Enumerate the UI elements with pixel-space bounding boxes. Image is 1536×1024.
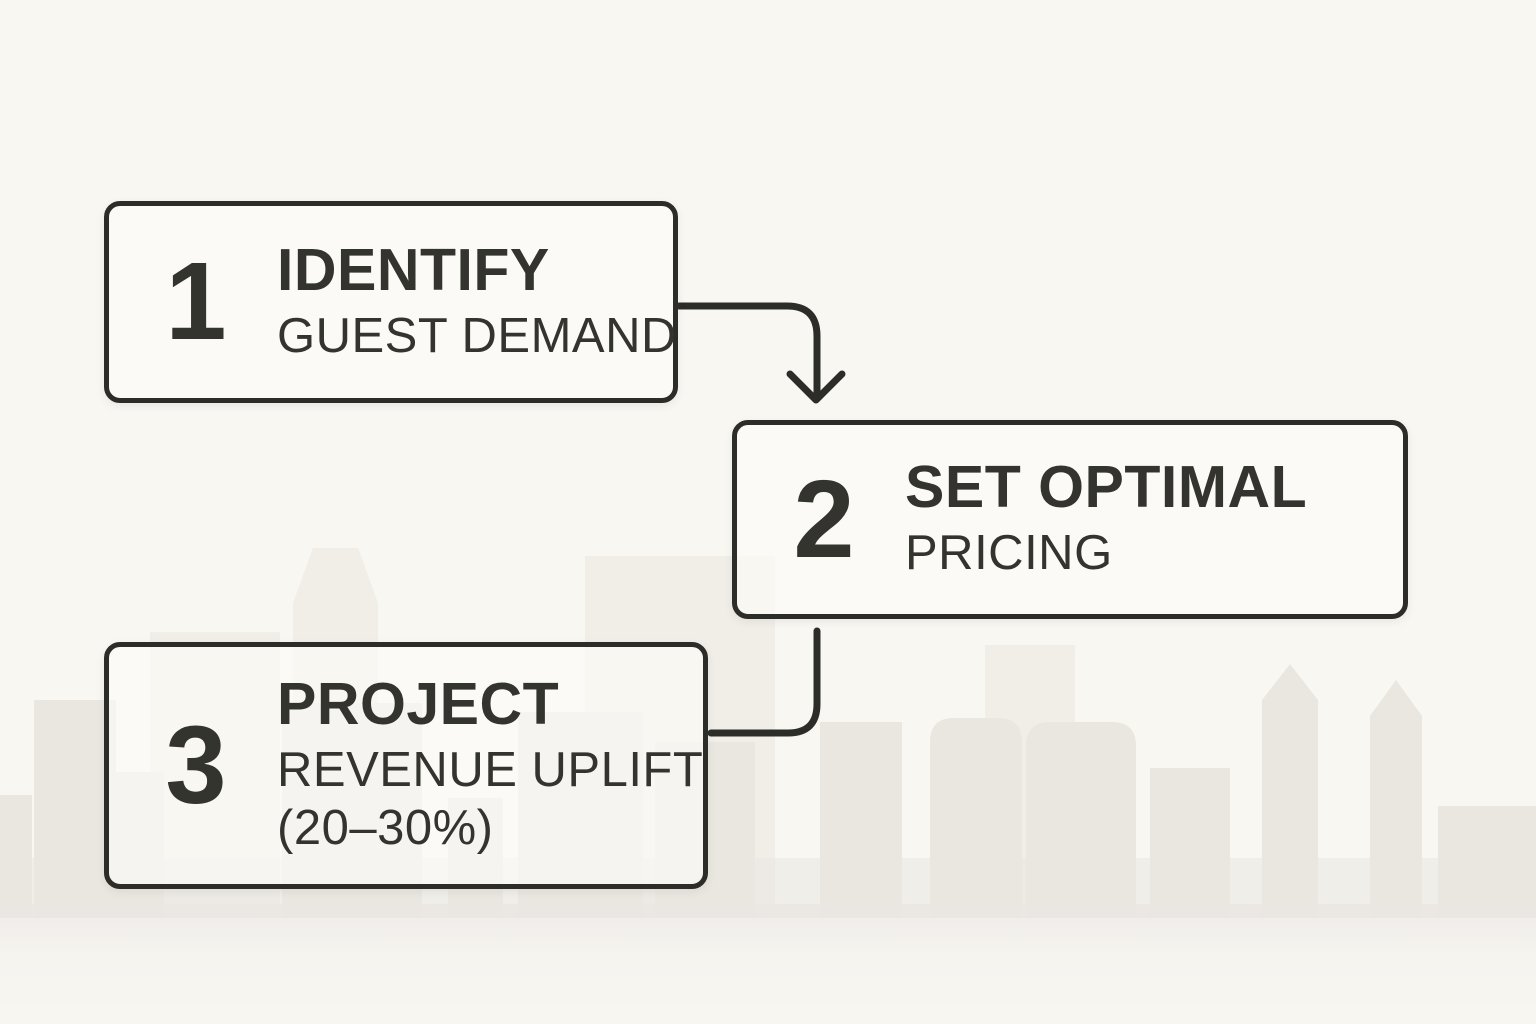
waterline bbox=[0, 904, 1536, 918]
step-box-project-revenue-uplift: 3 PROJECT REVENUE UPLIFT (20–30%) bbox=[104, 642, 708, 889]
connector-step1-to-step2 bbox=[675, 302, 846, 404]
step-text-block: PROJECT REVENUE UPLIFT (20–30%) bbox=[277, 670, 704, 858]
ground-water bbox=[0, 918, 1536, 1024]
step-subtitle: PRICING bbox=[905, 526, 1113, 581]
step-title: PROJECT bbox=[277, 670, 560, 737]
step-box-set-optimal-pricing: 2 SET OPTIMAL PRICING bbox=[732, 420, 1408, 619]
step-number-badge: 2 bbox=[793, 457, 854, 581]
connector-step2-to-step3 bbox=[707, 627, 821, 737]
step-text-block: SET OPTIMAL PRICING bbox=[905, 454, 1403, 582]
step-title: SET OPTIMAL bbox=[905, 454, 1308, 521]
step-subtitle: GUEST DEMAND bbox=[277, 308, 677, 363]
arrow-head-icon bbox=[786, 370, 846, 404]
step-number-badge: 3 bbox=[165, 703, 226, 827]
step-text-block: IDENTIFY GUEST DEMAND bbox=[277, 236, 677, 365]
step-box-identify-guest-demand: 1 IDENTIFY GUEST DEMAND bbox=[104, 201, 678, 403]
step-subtitle: REVENUE UPLIFT bbox=[277, 742, 704, 797]
step-subtitle-range: (20–30%) bbox=[277, 801, 494, 856]
step-number-badge: 1 bbox=[165, 240, 226, 363]
step-title: IDENTIFY bbox=[277, 236, 550, 303]
